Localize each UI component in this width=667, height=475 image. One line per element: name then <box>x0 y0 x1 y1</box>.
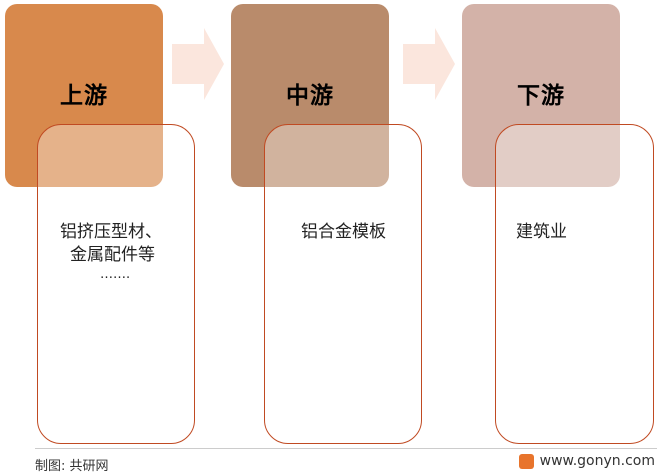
website-text: www.gonyn.com <box>539 453 655 469</box>
brand-logo-icon <box>518 453 534 469</box>
upstream-item: 铝挤压型材、 <box>60 222 162 242</box>
midstream-title: 中游 <box>286 83 334 109</box>
upstream-stage: 上游 <box>5 4 163 187</box>
upstream-detail-card: 铝挤压型材、 金属配件等 ……. <box>37 124 195 444</box>
downstream-title: 下游 <box>517 83 565 109</box>
midstream-detail-card: 铝合金模板 <box>264 124 422 444</box>
arrow-right-icon <box>403 28 455 100</box>
arrow-right-icon <box>172 28 224 100</box>
upstream-item: ……. <box>100 267 131 282</box>
source-website: www.gonyn.com <box>518 453 655 469</box>
upstream-title: 上游 <box>60 83 108 109</box>
upstream-item: 金属配件等 <box>70 245 155 265</box>
footer-divider <box>35 448 657 449</box>
downstream-stage: 下游 <box>462 4 620 187</box>
midstream-stage: 中游 <box>231 4 389 187</box>
downstream-item: 建筑业 <box>516 222 567 242</box>
downstream-detail-card: 建筑业 <box>495 124 654 444</box>
chart-credit: 制图: 共研网 <box>35 459 109 474</box>
midstream-item: 铝合金模板 <box>301 222 386 242</box>
